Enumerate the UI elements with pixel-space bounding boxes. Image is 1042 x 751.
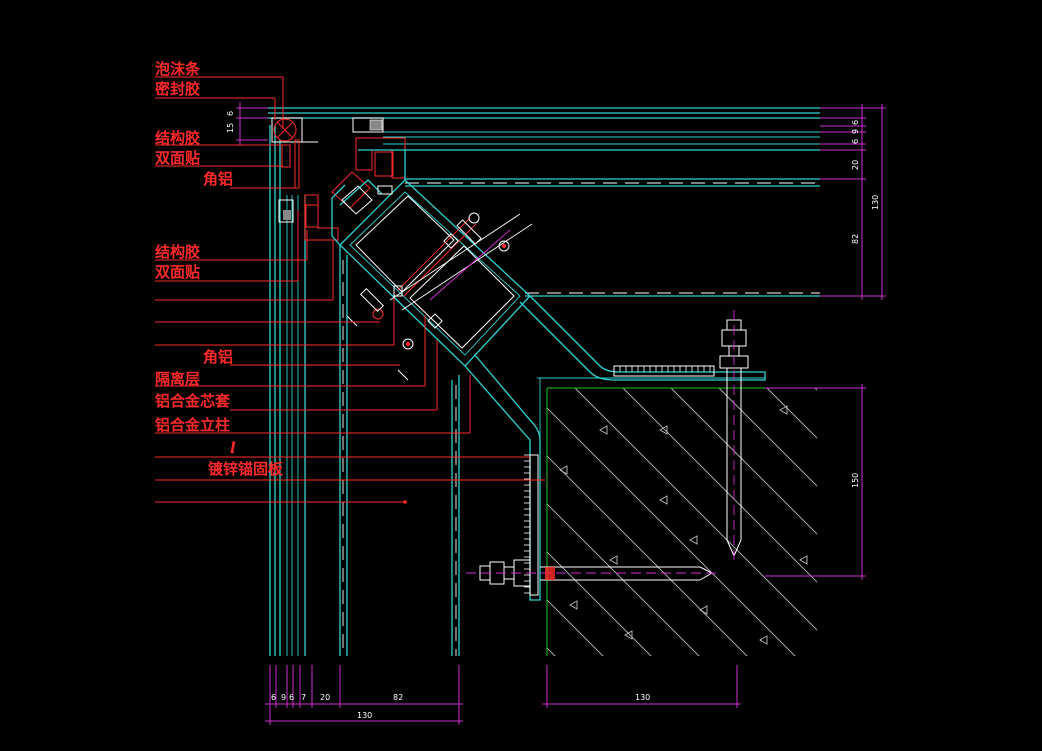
- dim-right-9: 9: [851, 129, 860, 134]
- bolt-lower: [359, 285, 443, 350]
- label-alu-mullion: 铝合金立柱: [155, 416, 230, 434]
- hatch-line: [766, 388, 817, 439]
- dim-top-6: 6: [226, 111, 235, 116]
- corner-mullion: [331, 171, 533, 381]
- hatch-line: [547, 455, 748, 656]
- aggregate-mark: [689, 535, 698, 545]
- dim-top-15: 15: [226, 123, 235, 133]
- dim-bottom-6b: 6: [289, 693, 294, 702]
- dim-bottom-20: 20: [320, 693, 330, 702]
- aggregate-mark: [624, 630, 633, 640]
- bolt-upper: [443, 212, 510, 252]
- hatch-line: [718, 388, 817, 487]
- anchor-bolt-horizontal: [466, 559, 716, 587]
- dim-bottom-7: 7: [301, 693, 306, 702]
- dim-right-82: 82: [851, 234, 860, 244]
- dim-bottom-130b: 130: [635, 693, 650, 702]
- label-structural-glue-1: 结构胶: [155, 129, 200, 147]
- aggregate-mark: [559, 465, 568, 475]
- dim-right-20: 20: [851, 160, 860, 170]
- label-isolation-layer: 隔离层: [155, 370, 200, 388]
- dim-bottom-82: 82: [393, 693, 403, 702]
- dimension-top-left: 15 6: [226, 102, 268, 145]
- aggregate-mark: [659, 495, 668, 505]
- hatch-line: [574, 388, 817, 631]
- dim-bottom-9: 9: [281, 693, 286, 702]
- aggregate-mark: [779, 405, 788, 415]
- aggregate-mark: [609, 555, 618, 565]
- labels: 泡沫条 密封胶 结构胶 双面贴 角铝 结构胶 双面贴 角铝 隔离层 铝合金芯套 …: [155, 60, 284, 478]
- label-corner-alu-1: 角铝: [203, 170, 233, 188]
- hatch-line: [547, 503, 700, 656]
- hatch-line: [547, 407, 796, 656]
- label-foam-strip: 泡沫条: [155, 60, 201, 78]
- left-frame-profile: [278, 194, 339, 241]
- hatch-line: [622, 388, 817, 583]
- hatch-line: [814, 388, 817, 391]
- dim-right-150: 150: [851, 473, 860, 488]
- dim-right-6a: 6: [851, 120, 860, 125]
- hatch-line: [547, 599, 604, 656]
- top-glass-panels: [268, 107, 820, 297]
- hatch-line: [547, 551, 652, 656]
- anchor-bracket: [464, 295, 766, 601]
- aggregate-mark: [799, 555, 808, 565]
- dim-right-6b: 6: [851, 139, 860, 144]
- label-double-tape-2: 双面贴: [155, 263, 200, 281]
- anchor-bolt-vertical: [719, 310, 749, 560]
- label-double-tape-1: 双面贴: [155, 149, 200, 167]
- label-sealant: 密封胶: [155, 80, 200, 98]
- label-galv-anchor-plate: 镀锌锚固板: [208, 460, 284, 478]
- leader-lines: [155, 76, 545, 504]
- aggregate-mark: [759, 635, 768, 645]
- corner-seal: [271, 117, 318, 189]
- aggregate-mark: [569, 600, 578, 610]
- dimension-bottom: 6 9 6 7 20 82 130 130: [265, 665, 741, 725]
- label-structural-glue-2: 结构胶: [155, 243, 200, 261]
- aggregate-mark: [659, 425, 668, 435]
- label-alu-core-sleeve: 铝合金芯套: [155, 392, 231, 410]
- dimension-right: 6 9 6 20 82 130 150: [765, 104, 886, 580]
- top-frame-profile: [352, 117, 406, 180]
- dim-right-130: 130: [871, 195, 880, 210]
- left-glass-panels: [269, 125, 460, 656]
- dim-bottom-130: 130: [357, 711, 372, 720]
- hatch-line: [547, 647, 556, 656]
- aggregate-mark: [699, 605, 708, 615]
- hatch-line: [670, 388, 817, 535]
- aggregate-mark: [599, 425, 608, 435]
- dim-bottom-6: 6: [271, 693, 276, 702]
- label-corner-alu-2: 角铝: [203, 348, 233, 366]
- label-marker-l: l: [230, 439, 236, 457]
- concrete-wall: [546, 387, 817, 656]
